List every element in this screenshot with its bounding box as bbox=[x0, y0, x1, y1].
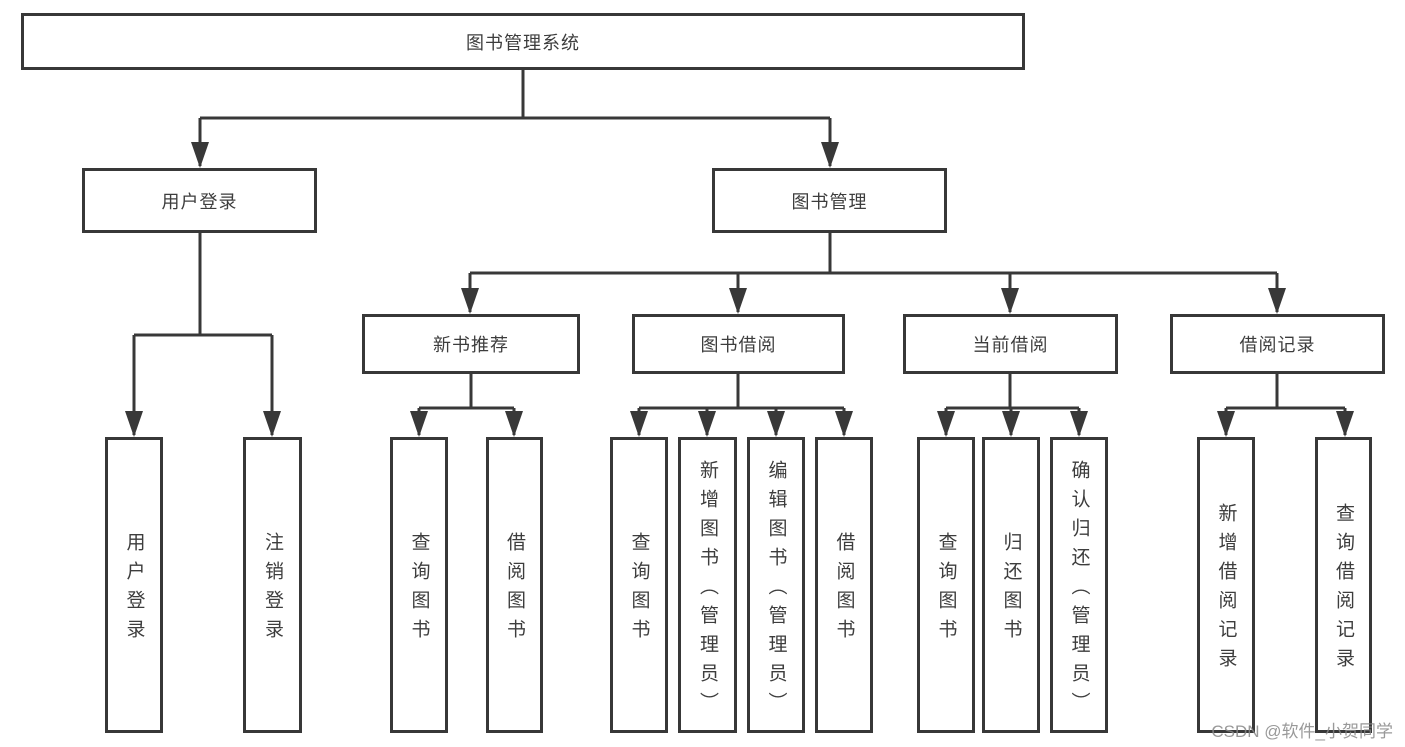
node-library-system: 图书管理系统 bbox=[21, 13, 1025, 70]
leaf-logout-label: 注销登录 bbox=[262, 532, 283, 648]
node-book-management: 图书管理 bbox=[712, 168, 947, 233]
leaf-cb-return-books-label: 归还图书 bbox=[1000, 532, 1022, 648]
csdn-watermark: CSDN @软件_小贺同学 bbox=[1211, 722, 1393, 741]
leaf-bb-query-books-label: 查询图书 bbox=[628, 532, 650, 648]
leaf-br-query-record-label: 查询借阅记录 bbox=[1333, 503, 1354, 677]
arrowhead bbox=[1217, 411, 1235, 437]
leaf-bb-borrow-books: 借阅图书 bbox=[815, 437, 873, 733]
arrowhead bbox=[937, 411, 955, 437]
node-user-login: 用户登录 bbox=[82, 168, 317, 233]
node-user-login-label: 用户登录 bbox=[161, 191, 238, 212]
leaf-bb-query-books: 查询图书 bbox=[610, 437, 668, 733]
node-new-book-recommend-label: 新书推荐 bbox=[433, 335, 509, 355]
arrowhead bbox=[835, 411, 853, 437]
arrowhead bbox=[1268, 288, 1286, 314]
arrowhead bbox=[505, 411, 523, 437]
node-borrowing-records: 借阅记录 bbox=[1170, 314, 1385, 374]
leaf-user-login: 用户登录 bbox=[105, 437, 163, 733]
leaf-nb-query-books-label: 查询图书 bbox=[408, 532, 430, 648]
leaf-cb-query-books-label: 查询图书 bbox=[935, 532, 957, 648]
arrowhead bbox=[1001, 288, 1019, 314]
node-library-system-label: 图书管理系统 bbox=[466, 32, 580, 53]
node-book-borrowing-label: 图书借阅 bbox=[700, 335, 777, 355]
leaf-bb-add-books-admin-label: 新增图书（管理员） bbox=[697, 459, 718, 721]
leaf-bb-edit-books-admin-label: 编辑图书（管理员） bbox=[765, 459, 787, 721]
leaf-bb-edit-books-admin: 编辑图书（管理员） bbox=[747, 437, 805, 733]
leaf-bb-add-books-admin: 新增图书（管理员） bbox=[678, 437, 737, 733]
leaf-nb-borrow-books: 借阅图书 bbox=[486, 437, 543, 733]
arrowhead bbox=[125, 411, 143, 437]
arrowheads bbox=[125, 142, 1354, 437]
arrowhead bbox=[461, 288, 479, 314]
arrowhead bbox=[767, 411, 785, 437]
arrowhead bbox=[191, 142, 209, 168]
node-borrowing-records-label: 借阅记录 bbox=[1239, 335, 1316, 355]
arrowhead bbox=[630, 411, 648, 437]
node-current-borrowing-label: 当前借阅 bbox=[972, 335, 1049, 355]
leaf-bb-borrow-books-label: 借阅图书 bbox=[833, 532, 855, 648]
arrowhead bbox=[1002, 411, 1020, 437]
arrowhead bbox=[1336, 411, 1354, 437]
arrowhead bbox=[263, 411, 281, 437]
leaf-br-query-record: 查询借阅记录 bbox=[1315, 437, 1372, 733]
leaf-cb-return-books: 归还图书 bbox=[982, 437, 1040, 733]
node-new-book-recommend: 新书推荐 bbox=[362, 314, 580, 374]
leaf-br-add-record: 新增借阅记录 bbox=[1197, 437, 1255, 733]
leaf-nb-query-books: 查询图书 bbox=[390, 437, 448, 733]
arrowhead bbox=[821, 142, 839, 168]
leaf-br-add-record-label: 新增借阅记录 bbox=[1215, 503, 1237, 677]
node-current-borrowing: 当前借阅 bbox=[903, 314, 1118, 374]
arrowhead bbox=[698, 411, 716, 437]
node-book-borrowing: 图书借阅 bbox=[632, 314, 845, 374]
leaf-cb-query-books: 查询图书 bbox=[917, 437, 975, 733]
tree-edges-path bbox=[132, 70, 1347, 435]
arrowhead bbox=[729, 288, 747, 314]
leaf-cb-confirm-return-admin-label: 确认归还（管理员） bbox=[1068, 459, 1090, 721]
arrowhead bbox=[1070, 411, 1088, 437]
arrowhead bbox=[410, 411, 428, 437]
leaf-cb-confirm-return-admin: 确认归还（管理员） bbox=[1050, 437, 1108, 733]
node-book-management-label: 图书管理 bbox=[791, 191, 868, 212]
leaf-logout: 注销登录 bbox=[243, 437, 302, 733]
leaf-nb-borrow-books-label: 借阅图书 bbox=[504, 532, 525, 648]
leaf-user-login-label: 用户登录 bbox=[123, 532, 145, 648]
